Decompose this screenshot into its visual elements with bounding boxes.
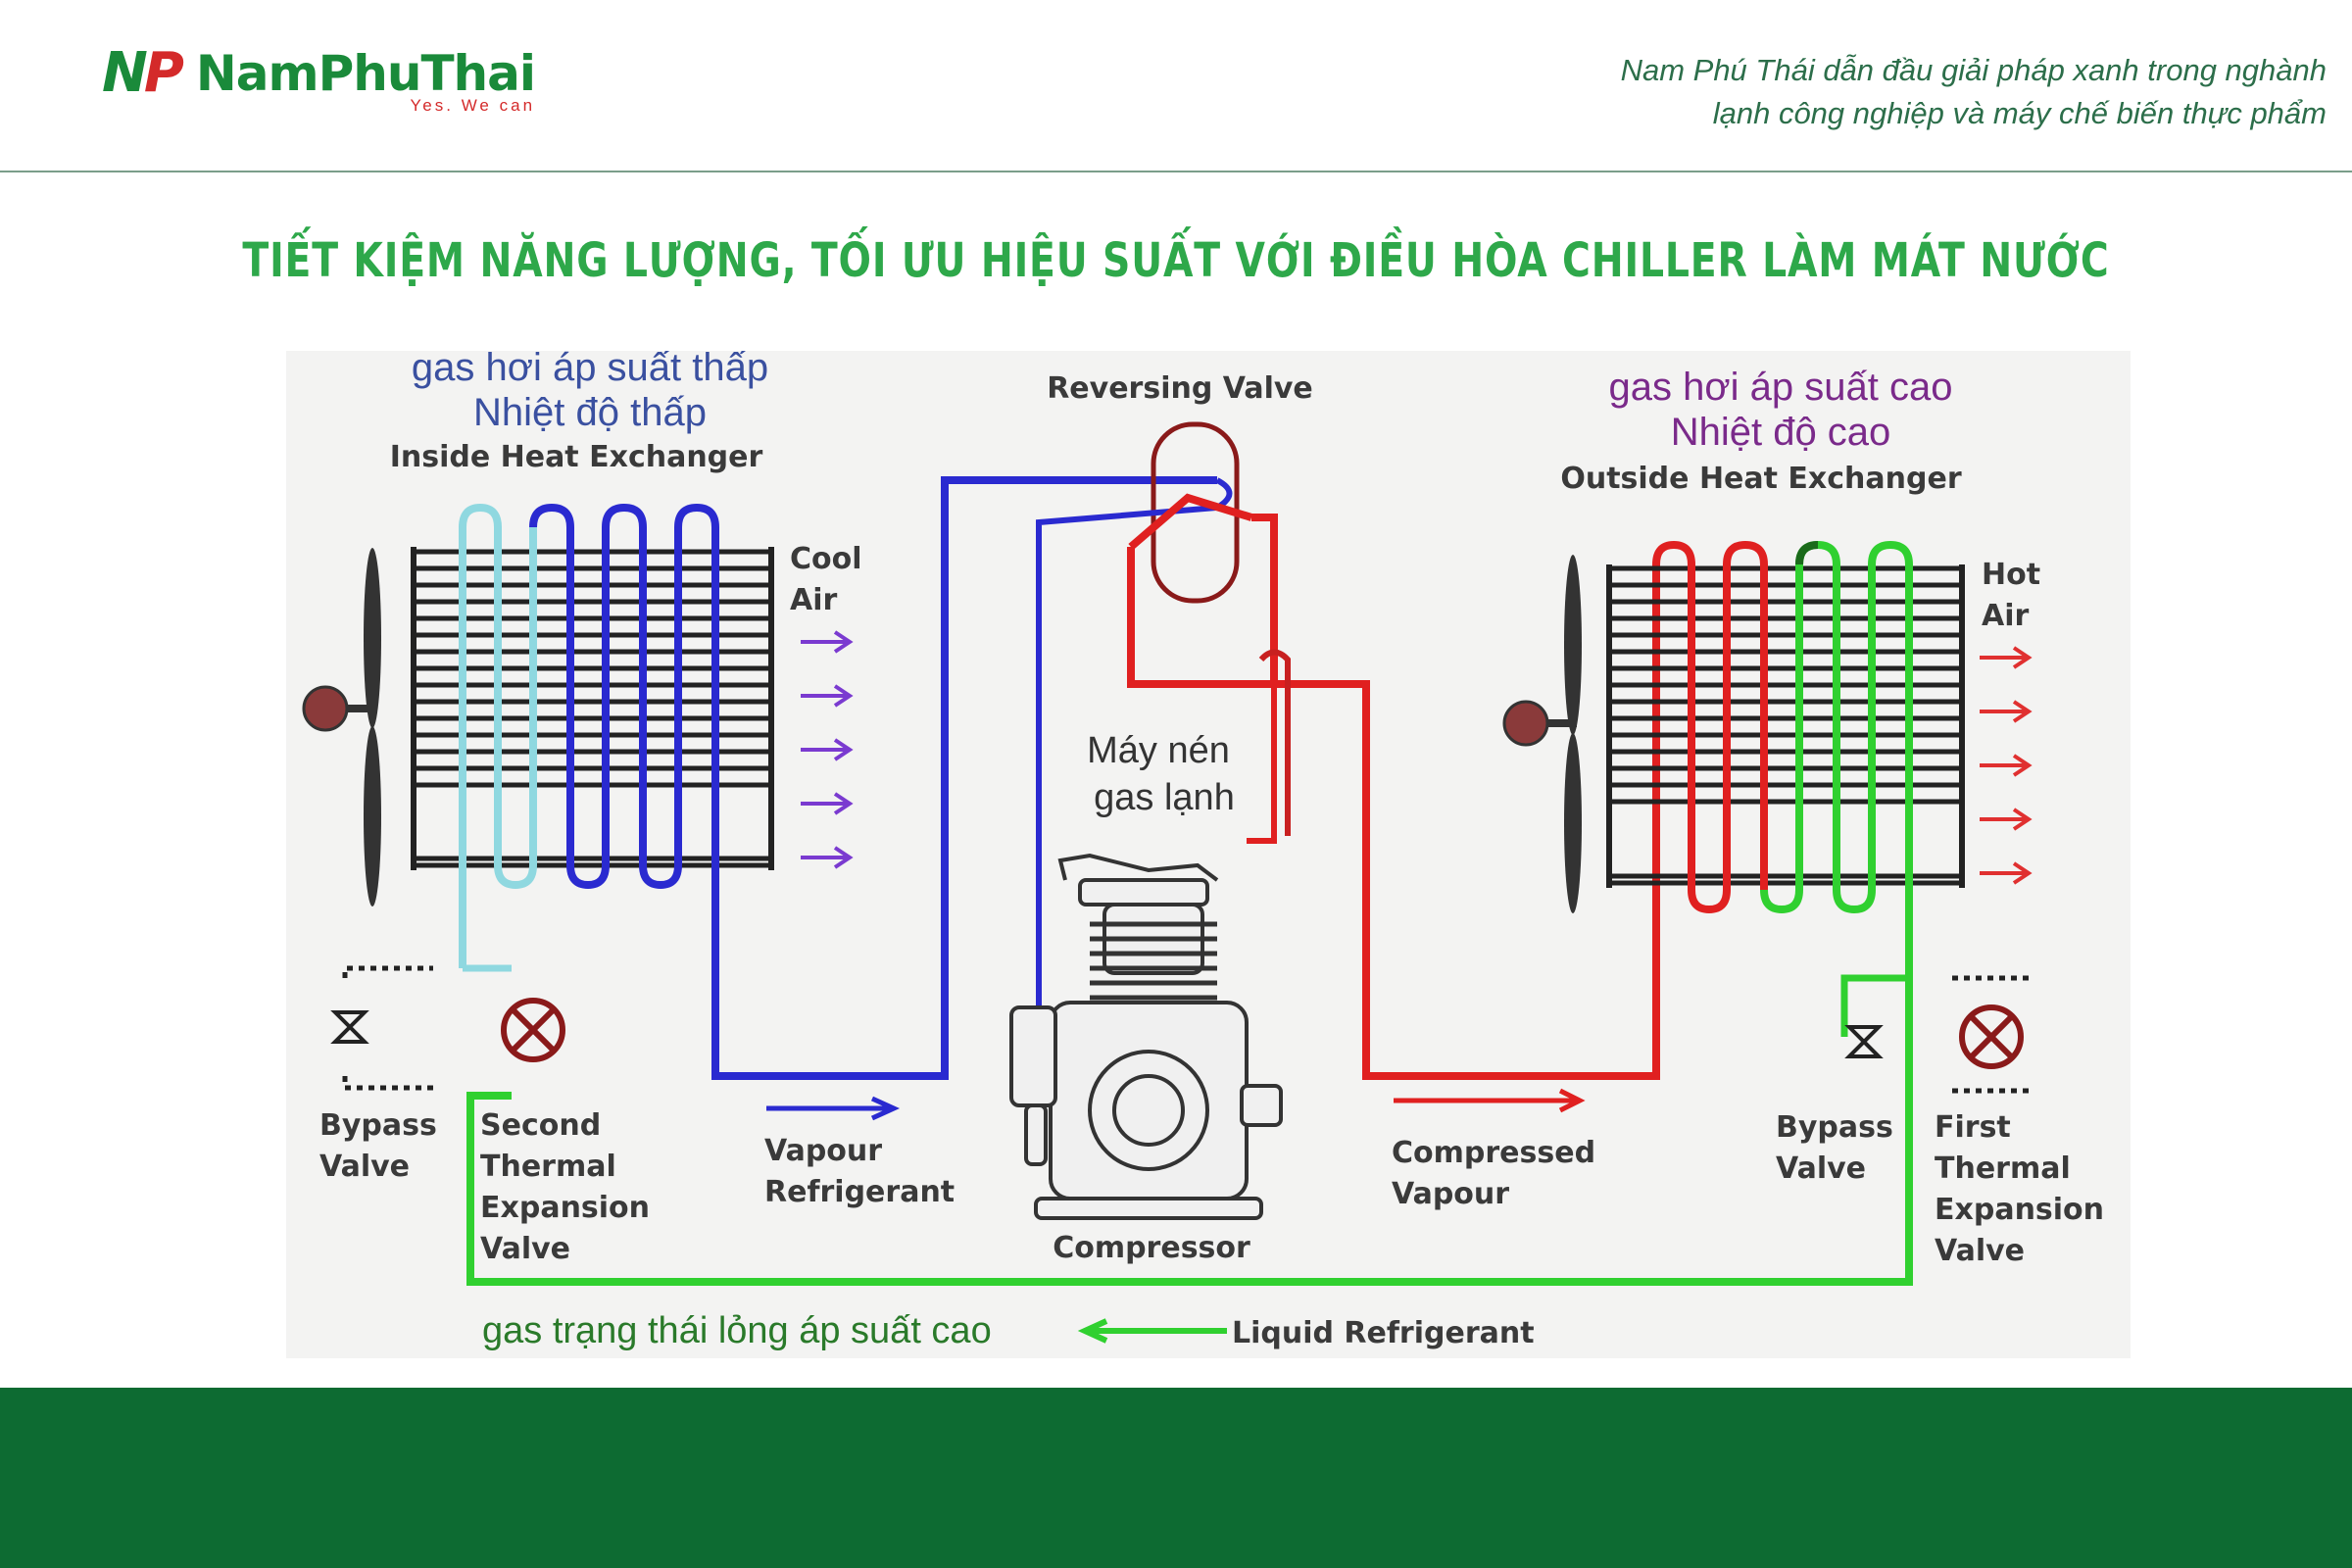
compressed-line-2: Vapour xyxy=(1392,1177,1509,1211)
first-valve-line-2: Thermal xyxy=(1935,1152,2071,1186)
compressor-icon xyxy=(1009,853,1283,1220)
vapour-line xyxy=(529,476,1217,1080)
outside-heat-exchanger-label: Outside Heat Exchanger xyxy=(1560,462,1961,496)
cool-air-line-2: Air xyxy=(790,583,838,617)
discharge-riser xyxy=(1258,649,1291,836)
logo-tagline: Yes. We can xyxy=(410,96,536,115)
chiller-diagram: gas hơi áp suất thấp Nhiệt độ thấp Insid… xyxy=(286,351,2131,1358)
inside-vn-line-2: Nhiệt độ thấp xyxy=(473,391,707,434)
vapour-line-1: Vapour xyxy=(764,1134,882,1168)
logo-mark: NP xyxy=(102,41,184,105)
tagline-line-1: Nam Phú Thái dẫn đầu giải pháp xanh tron… xyxy=(1620,53,2327,87)
second-valve-line-1: Second xyxy=(480,1108,601,1143)
right-fan-icon xyxy=(1502,555,1582,913)
first-valve-line-3: Expansion xyxy=(1935,1193,2104,1227)
reversing-valve-label: Reversing Valve xyxy=(1047,371,1313,406)
right-bypass-line-2: Valve xyxy=(1776,1152,1866,1186)
liquid-line xyxy=(466,540,1913,1286)
first-valve-line-4: Valve xyxy=(1935,1234,2025,1268)
hot-gas-line xyxy=(1251,514,1278,684)
left-bypass-valve-icon xyxy=(330,965,433,1091)
logo-name: NamPhuThai xyxy=(195,45,536,102)
vapour-line-2: Refrigerant xyxy=(764,1175,955,1209)
liquid-arrow-icon xyxy=(1077,1318,1227,1344)
hot-air-arrows xyxy=(1980,646,2033,885)
right-bypass-line-1: Bypass xyxy=(1776,1110,1893,1145)
left-bypass-line-1: Bypass xyxy=(319,1108,437,1143)
first-expansion-valve-icon xyxy=(1959,1004,2024,1069)
compressor-label: Compressor xyxy=(1053,1231,1250,1265)
hot-air-line-2: Air xyxy=(1982,599,2030,633)
page-footer xyxy=(0,1388,2352,1568)
second-valve-line-2: Thermal xyxy=(480,1150,616,1184)
compressed-line xyxy=(1127,547,1660,1080)
company-logo[interactable]: NP NamPhuThai Yes. We can xyxy=(102,39,536,116)
inside-vn-line-1: gas hơi áp suất thấp xyxy=(412,351,768,389)
hot-coil xyxy=(1652,540,1768,914)
second-valve-line-3: Expansion xyxy=(480,1191,650,1225)
second-valve-line-4: Valve xyxy=(480,1232,570,1266)
compressed-arrow-icon xyxy=(1394,1088,1586,1113)
hot-air-line-1: Hot xyxy=(1982,558,2040,592)
liquid-refrigerant-label: Liquid Refrigerant xyxy=(1232,1316,1535,1350)
header-divider xyxy=(0,171,2352,172)
compressed-line-1: Compressed xyxy=(1392,1136,1595,1170)
vapour-arrow-icon xyxy=(766,1096,901,1121)
coil-transition xyxy=(1795,541,1819,565)
compressor-vn-line-1: Máy nén xyxy=(1087,730,1230,771)
inside-heat-exchanger-label: Inside Heat Exchanger xyxy=(390,440,763,474)
outside-vn-line-1: gas hơi áp suất cao xyxy=(1609,366,1953,409)
valve-red-line xyxy=(1128,493,1253,551)
outside-vn-line-2: Nhiệt độ cao xyxy=(1671,411,1891,454)
header-tagline: Nam Phú Thái dẫn đầu giải pháp xanh tron… xyxy=(1621,49,2327,135)
cold-coil xyxy=(459,503,537,968)
tagline-line-2: lạnh công nghiệp và máy chế biến thực ph… xyxy=(1712,96,2327,130)
liquid-vn-label: gas trạng thái lỏng áp suất cao xyxy=(482,1310,992,1351)
liquid-to-bypass xyxy=(1840,974,1909,1037)
discharge-line xyxy=(1247,684,1277,844)
right-bypass-valve-icon xyxy=(1844,975,2031,1094)
page-header: NP NamPhuThai Yes. We can Nam Phú Thái d… xyxy=(0,0,2352,172)
second-expansion-valve-icon xyxy=(501,998,565,1062)
outside-heat-exchanger xyxy=(1606,564,1965,888)
page-title: TIẾT KIỆM NĂNG LƯỢNG, TỐI ƯU HIỆU SUẤT V… xyxy=(242,233,2110,288)
logo-text: NamPhuThai Yes. We can xyxy=(195,45,536,115)
left-fan-icon xyxy=(302,548,381,906)
cool-air-line-1: Cool xyxy=(790,542,862,576)
cool-air-arrows xyxy=(801,630,854,869)
compressor-vn-line-2: gas lạnh xyxy=(1094,777,1235,818)
first-valve-line-1: First xyxy=(1935,1110,2011,1145)
left-bypass-line-2: Valve xyxy=(319,1150,410,1184)
